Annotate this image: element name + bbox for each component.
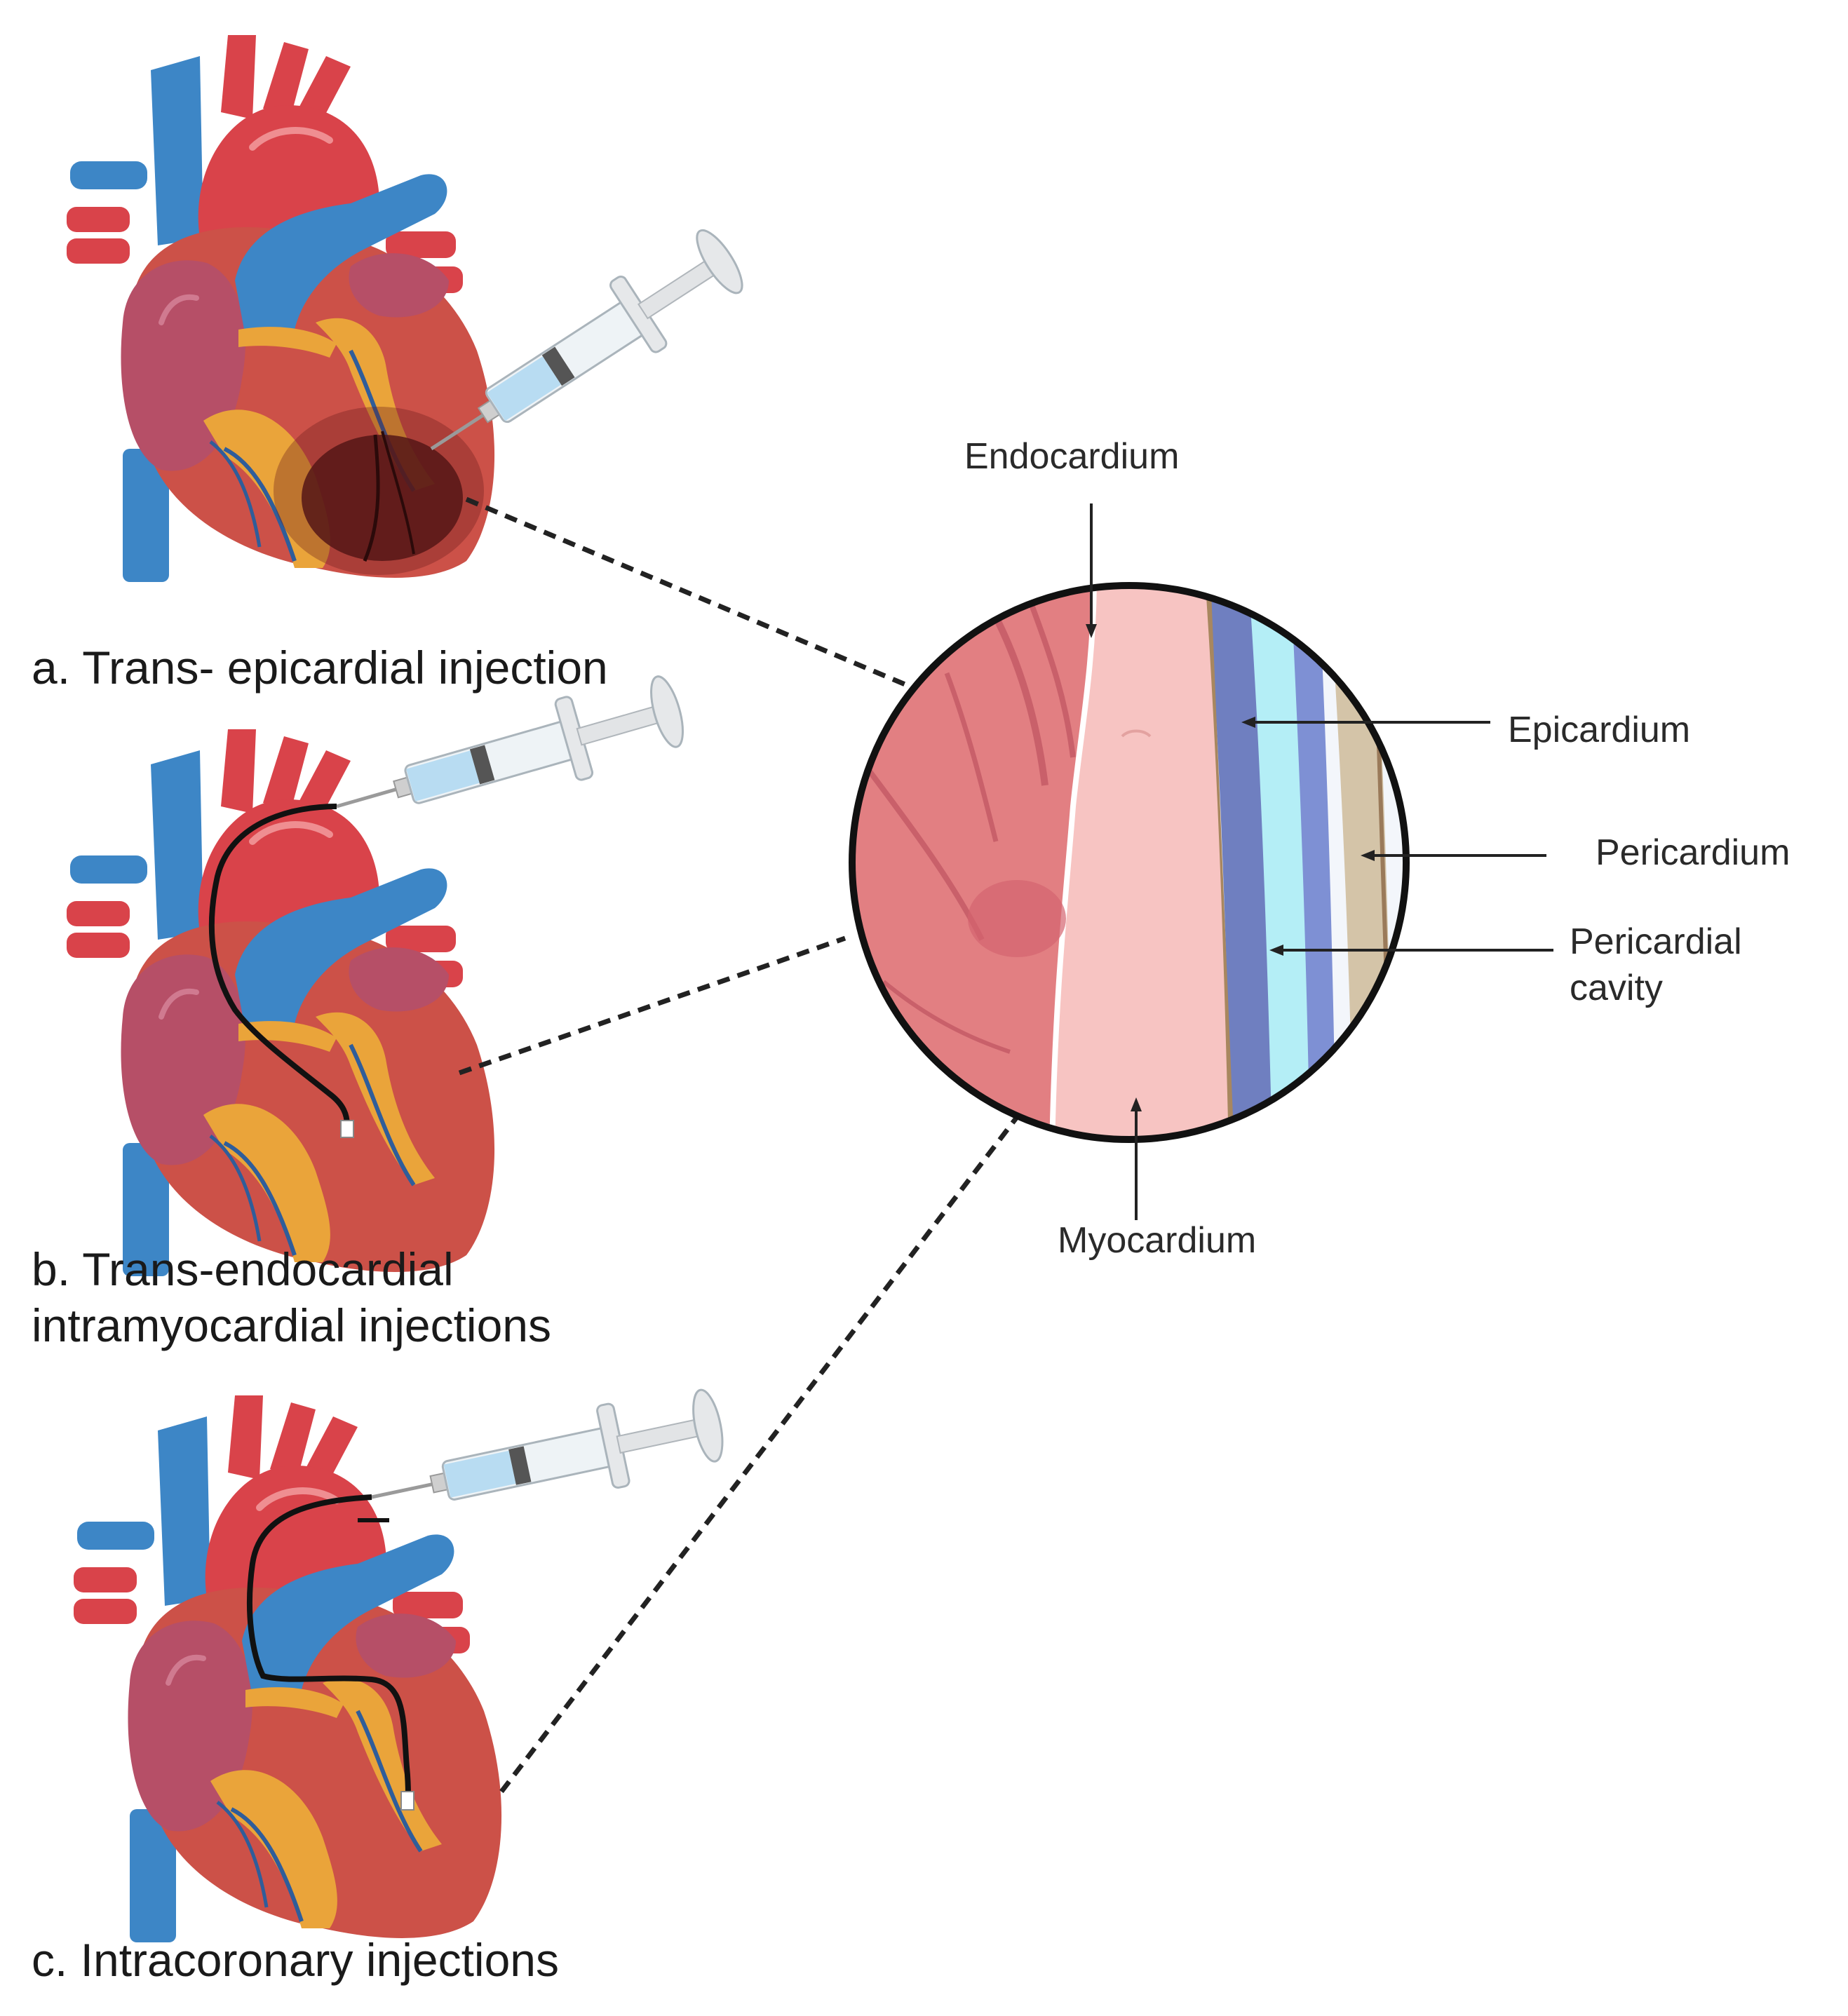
label-epicardium: Epicardium bbox=[1508, 710, 1691, 750]
leader-myocardium bbox=[1131, 1097, 1142, 1220]
catheter-line-b bbox=[208, 804, 350, 1126]
caption-panel-a: a. Trans- epicardial injection bbox=[32, 642, 608, 694]
connector-a bbox=[465, 496, 913, 690]
leader-endocardium bbox=[1086, 503, 1097, 638]
leader-epicardium bbox=[1241, 717, 1490, 728]
leader-pericardial-cavity bbox=[1269, 945, 1553, 956]
label-pericardial-cavity-line2: cavity bbox=[1570, 968, 1663, 1008]
caption-panel-b-line1: b. Trans-endocardial bbox=[32, 1243, 454, 1295]
cross-section-border bbox=[849, 582, 1410, 1143]
catheter-tip-c bbox=[400, 1791, 414, 1811]
cross-section bbox=[852, 586, 1406, 1139]
caption-panel-b-line2: intramyocardial injections bbox=[32, 1299, 551, 1351]
catheter-tip-b bbox=[340, 1120, 354, 1138]
label-pericardial-cavity-line1: Pericardial bbox=[1570, 921, 1742, 962]
syringe-icon-c bbox=[363, 1382, 729, 1538]
caption-panel-c: c. Intracoronary injections bbox=[32, 1934, 560, 1986]
label-pericardium: Pericardium bbox=[1596, 832, 1790, 873]
connector-b bbox=[458, 935, 847, 1076]
connector-c bbox=[499, 1106, 1026, 1794]
catheter-line-c bbox=[247, 1494, 411, 1796]
heart-panel-b bbox=[67, 729, 494, 1276]
leader-pericardium bbox=[1361, 850, 1546, 861]
heart-panel-a bbox=[67, 35, 494, 582]
label-myocardium: Myocardium bbox=[1058, 1220, 1257, 1261]
label-endocardium: Endocardium bbox=[964, 436, 1180, 477]
